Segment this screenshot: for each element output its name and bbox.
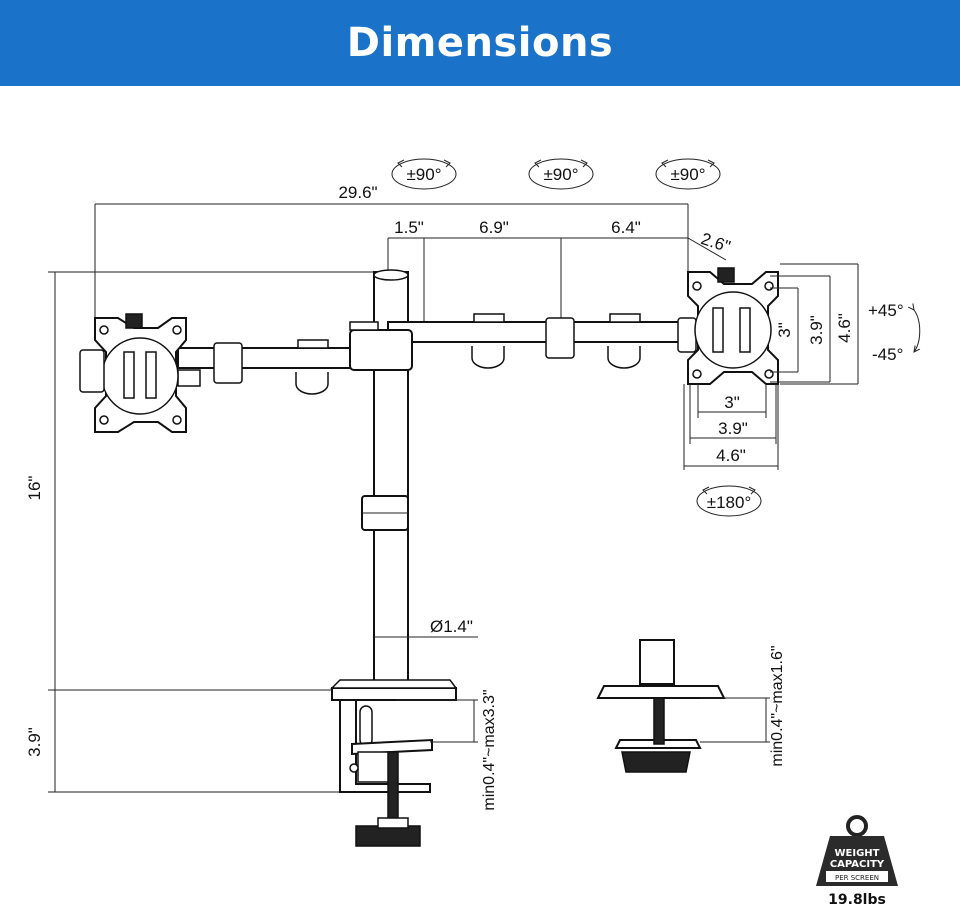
dimension-pole-height: 16" <box>25 271 390 691</box>
weight-capacity-badge: WEIGHT CAPACITY PER SCREEN 19.8lbs <box>816 815 898 908</box>
rotation-indicator-right-arm: ±90° <box>655 158 721 190</box>
label-vesa-h-outer: 4.6" <box>716 446 746 465</box>
label-clamp-range: min0.4"~max3.3" <box>481 689 498 810</box>
label-swivel: ±180° <box>707 493 752 512</box>
grommet-mount <box>596 639 726 773</box>
dimension-grommet-range: min0.4"~max1.6" <box>700 645 786 767</box>
dimension-clamp-height: 3.9" <box>25 690 345 793</box>
label-vesa-v-large: 3.9" <box>807 315 826 345</box>
label-tilt-down: -45° <box>872 345 903 364</box>
label-clamp-height: 3.9" <box>25 727 44 757</box>
label-grommet-range: min0.4"~max1.6" <box>769 645 786 766</box>
rotation-label-left-arm: ±90° <box>406 165 441 184</box>
label-tilt-up: +45° <box>868 301 904 320</box>
label-plate-offset: 2.6" <box>699 229 733 256</box>
page-title: Dimensions <box>346 20 614 66</box>
vesa-plate-left <box>79 313 187 433</box>
weight-line-2: CAPACITY <box>830 859 885 870</box>
weight-value: 19.8lbs <box>828 892 886 908</box>
label-arm-offset: 1.5" <box>394 218 424 237</box>
label-vesa-h-small: 3" <box>724 393 740 412</box>
rotation-indicator-middle-arm: ±90° <box>528 158 594 190</box>
rotation-label-middle-arm: ±90° <box>543 165 578 184</box>
tilt-indicator: +45° -45° <box>868 301 921 364</box>
weight-line-3: PER SCREEN <box>835 874 879 882</box>
label-arm-segment-1: 6.9" <box>479 218 509 237</box>
rotation-label-right-arm: ±90° <box>670 165 705 184</box>
weight-line-1: WEIGHT <box>835 848 880 859</box>
vesa-plate-right <box>687 267 779 385</box>
label-vesa-v-small: 3" <box>775 322 794 338</box>
dimension-vesa-horizontal: 3" 3.9" 4.6" <box>683 384 779 470</box>
label-vesa-v-outer: 4.6" <box>835 313 854 343</box>
label-vesa-h-large: 3.9" <box>718 419 748 438</box>
arm-assembly <box>177 313 697 395</box>
header-banner: Dimensions <box>0 0 960 86</box>
desk-clamp <box>330 679 458 847</box>
dimension-arm-segments: 1.5" 6.9" 6.4" 2.6" <box>387 218 733 322</box>
label-total-width: 29.6" <box>338 183 377 202</box>
label-pole-diameter: Ø1.4" <box>430 617 473 636</box>
dimension-clamp-range: min0.4"~max3.3" <box>396 689 498 811</box>
label-arm-segment-2: 6.4" <box>611 218 641 237</box>
label-pole-height: 16" <box>25 476 44 501</box>
rotation-indicator-left-arm: ±90° <box>391 158 457 190</box>
swivel-indicator: ±180° <box>696 485 762 517</box>
dimension-pole-diameter: Ø1.4" <box>374 617 478 638</box>
dimension-vesa-vertical: 3" 3.9" 4.6" <box>770 263 859 385</box>
